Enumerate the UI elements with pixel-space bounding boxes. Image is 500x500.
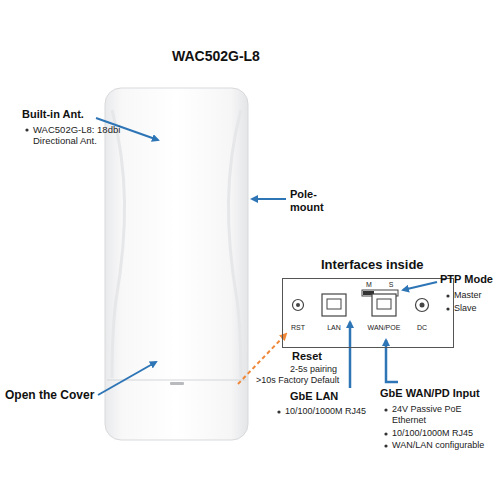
callout-heading: PTP Mode (440, 273, 493, 286)
cover-seam (107, 379, 246, 380)
callout-heading: Open the Cover (5, 388, 94, 402)
port-label: LAN (327, 324, 341, 332)
callout-heading: Reset (292, 350, 322, 363)
logo-mark (170, 382, 184, 385)
bullet-dot (384, 408, 387, 411)
rj45-jack (377, 299, 391, 309)
bullet-dot (277, 410, 280, 413)
bullet-dot (384, 444, 387, 447)
port-label: WAN/POE (368, 324, 401, 332)
bullet-dot (25, 128, 28, 131)
bullet-dot (446, 307, 449, 310)
dc-jack-pin (420, 303, 425, 308)
leader-arrow (349, 322, 352, 388)
port-label: RST (291, 324, 305, 332)
rj45-jack (327, 299, 341, 309)
housing-contour (112, 110, 125, 378)
callout-bullet: 10/100/1000M RJ45 (392, 428, 473, 439)
bullet-dot (446, 294, 449, 297)
leader-arrow (252, 198, 286, 200)
callout-bullet: WAC502G-L8: 18dbi Directional Ant. (33, 124, 125, 147)
callout-bullet: Slave (454, 303, 477, 314)
dc-jack (416, 299, 429, 312)
leader-arrow (98, 362, 156, 395)
switch-label: S (389, 281, 394, 289)
interface-panel: Interfaces inside (282, 278, 454, 348)
reset-button (293, 300, 304, 311)
leader-arrow (403, 282, 437, 290)
diagram-title: WAC502G-L8 (172, 48, 260, 65)
callout-heading: GbE LAN (290, 390, 338, 403)
callout-bullet: 24V Passive PoE Ethernet (392, 404, 472, 426)
callout-bullet: WAN/LAN configurable (392, 440, 484, 451)
bullet-dot (384, 432, 387, 435)
rj45-port (322, 294, 346, 316)
device-housing (105, 88, 248, 440)
callout-bullet: Master (454, 290, 482, 301)
callout-bullet: 10/100/1000M RJ45 (285, 406, 366, 417)
port-label: DC (417, 324, 427, 332)
leader-arrow (386, 340, 398, 382)
panel-heading: Interfaces inside (321, 257, 424, 272)
housing-contour (228, 110, 241, 378)
callout-note: 2-5s pairing (290, 364, 337, 375)
switch-label: M (366, 281, 372, 289)
rj45-port (372, 294, 396, 316)
callout-heading: GbE WAN/PD Input (380, 387, 480, 400)
callout-note: >10s Factory Default (256, 375, 339, 386)
callout-heading: Built-in Ant. (22, 108, 84, 121)
callout-heading: Pole-mount (290, 188, 330, 214)
reset-button-core (296, 303, 300, 307)
